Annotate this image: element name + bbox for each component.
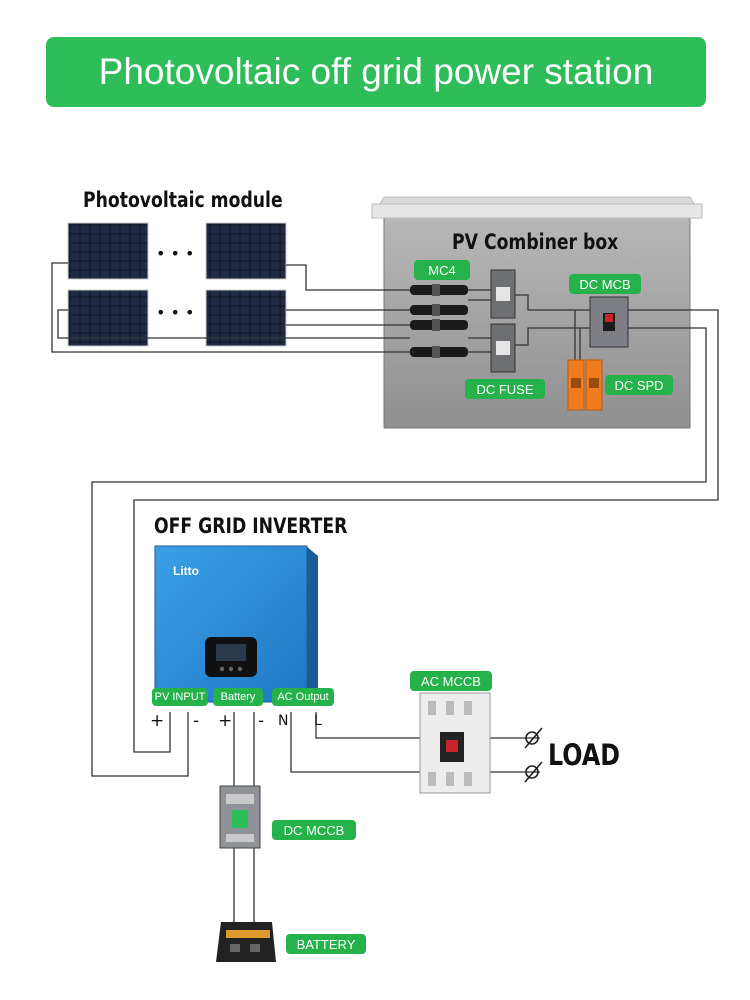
dc-spd (567, 359, 603, 411)
dc-fuses (490, 269, 516, 373)
ac-output-tag: AC Output (272, 688, 334, 706)
battery-minus-terminal: - (258, 711, 265, 731)
combiner-box-heading: PV Combiner box (452, 230, 619, 254)
panel-ellipsis: • • • (156, 303, 195, 322)
pv-plus-terminal: + (150, 711, 165, 731)
dc-mccb (219, 785, 261, 849)
title-banner: Photovoltaic off grid power station (46, 37, 706, 107)
pv-minus-terminal: - (193, 711, 200, 731)
wires (51, 262, 719, 925)
dc-mcb (589, 296, 629, 348)
pv-panel (205, 222, 287, 280)
mc4-connector (410, 319, 468, 331)
dc-mcb-tag: DC MCB (569, 274, 641, 294)
battery-tag: BATTERY (286, 934, 366, 954)
dc-mccb-tag: DC MCCB (272, 820, 356, 840)
mc4-connector (410, 346, 468, 358)
load-terminals (524, 727, 543, 783)
mc4-connectors (410, 284, 468, 358)
panel-ellipsis: • • • (156, 244, 195, 263)
pv-input-tag: PV INPUT (152, 688, 208, 706)
pv-panels (67, 222, 287, 347)
inverter-brand: Litto (173, 564, 199, 578)
mc4-tag: MC4 (414, 260, 470, 280)
battery-plus-terminal: + (218, 711, 233, 731)
ac-mccb (419, 692, 491, 794)
inverter: Litto (154, 545, 318, 703)
battery-port-tag: Battery (213, 688, 263, 706)
dc-spd-tag: DC SPD (605, 375, 673, 395)
load-heading: LOAD (548, 738, 621, 772)
pv-panel (67, 222, 149, 280)
inverter-heading: OFF GRID INVERTER (154, 514, 348, 538)
page-title: Photovoltaic off grid power station (98, 51, 654, 92)
live-terminal: L (314, 713, 322, 729)
neutral-terminal: N (278, 713, 289, 729)
pv-panel (205, 289, 287, 347)
mc4-connector (410, 284, 468, 296)
mc4-connector (410, 304, 468, 316)
battery (216, 922, 276, 962)
dc-fuse-tag: DC FUSE (465, 379, 545, 399)
ac-mccb-tag: AC MCCB (410, 671, 492, 691)
pv-module-heading: Photovoltaic module (83, 188, 283, 212)
pv-panel (67, 289, 149, 347)
